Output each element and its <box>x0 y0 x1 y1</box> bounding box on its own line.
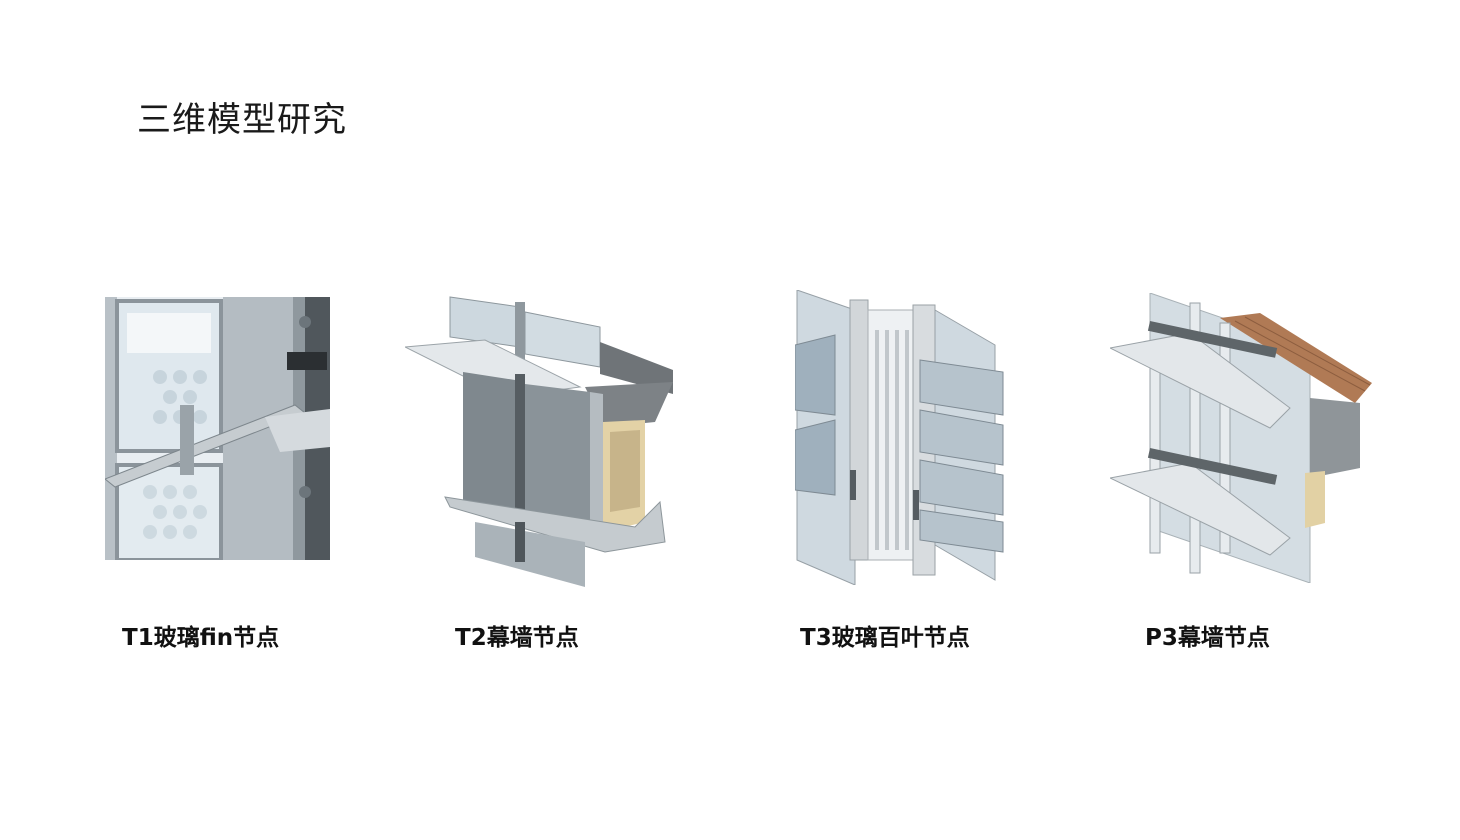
caption-t2-curtain-wall: T2幕墙节点 <box>455 625 579 651</box>
page-title: 三维模型研究 <box>137 100 347 140</box>
figure-p3-curtain-wall <box>1110 293 1372 583</box>
t1-glass-fin-illustration <box>105 297 330 560</box>
caption-p3-curtain-wall: P3幕墙节点 <box>1145 625 1270 651</box>
p3-curtain-wall-illustration <box>1110 293 1372 583</box>
figure-t2-curtain-wall <box>405 292 677 587</box>
t2-curtain-wall-illustration <box>405 296 673 587</box>
figure-t1-glass-fin <box>105 297 330 560</box>
caption-t3-glass-louver: T3玻璃百叶节点 <box>800 625 970 651</box>
t3-glass-louver-illustration <box>795 290 1004 585</box>
figure-t3-glass-louver <box>795 290 1005 585</box>
caption-t1-glass-fin: T1玻璃fin节点 <box>122 625 280 651</box>
